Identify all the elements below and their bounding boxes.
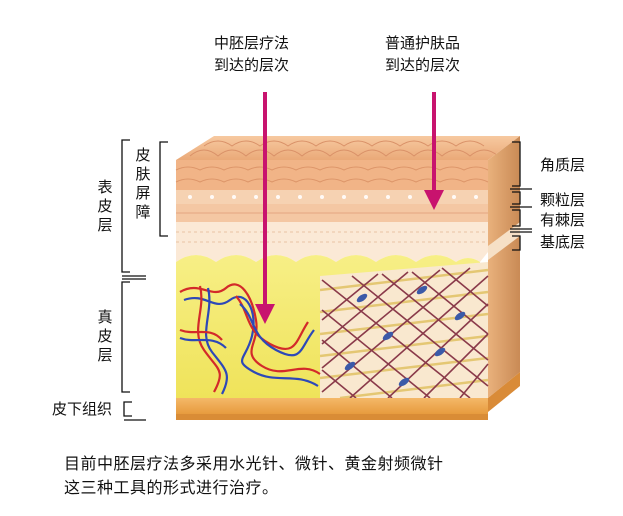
- spinosum-bracket: [512, 209, 521, 227]
- stratum-corneum-band: [176, 160, 488, 190]
- epidermis-label: 表皮层: [97, 178, 113, 234]
- subcutaneous-label: 皮下组织: [52, 400, 113, 418]
- subcutaneous-bracket: [123, 401, 132, 417]
- skin-top-surface: [176, 136, 520, 160]
- skin-barrier-label: 皮肤屏障: [135, 146, 151, 221]
- corneum-bracket: [512, 141, 521, 187]
- epidermis-bracket: [121, 139, 130, 273]
- skin-side-face: [488, 136, 520, 412]
- skincare-label-line1: 普通护肤品: [385, 34, 461, 52]
- basale-bracket: [512, 235, 521, 251]
- collagen-mesh: [319, 262, 489, 400]
- skincare-label-line2: 到达的层次: [385, 56, 461, 74]
- stratum-granulosum-band: [176, 190, 488, 204]
- basale-label: 基底层: [540, 233, 586, 251]
- caption-line2: 这三种工具的形式进行治疗。: [64, 478, 279, 497]
- dermal-epidermal-junction: [176, 252, 488, 262]
- caption-line1: 目前中胚层疗法多采用水光针、微针、黄金射频微针: [64, 454, 444, 473]
- stratum-basale-band: [176, 222, 488, 252]
- mesotherapy-label-line1: 中胚层疗法: [214, 34, 290, 52]
- granulosum-label: 颗粒层: [540, 191, 586, 209]
- dermis-label: 真皮层: [97, 308, 113, 364]
- caption: 目前中胚层疗法多采用水光针、微针、黄金射频微针 这三种工具的形式进行治疗。: [64, 452, 604, 500]
- subcutaneous-fat: [176, 398, 488, 414]
- mesotherapy-label: 中胚层疗法 到达的层次: [214, 32, 289, 76]
- dermis-bracket: [121, 281, 130, 393]
- skincare-label: 普通护肤品 到达的层次: [385, 32, 460, 76]
- skin-barrier-bracket: [159, 141, 168, 237]
- mesotherapy-label-line2: 到达的层次: [214, 56, 290, 74]
- spinosum-label: 有棘层: [540, 211, 586, 229]
- corneum-label: 角质层: [540, 156, 586, 174]
- granulosum-bracket: [512, 191, 521, 205]
